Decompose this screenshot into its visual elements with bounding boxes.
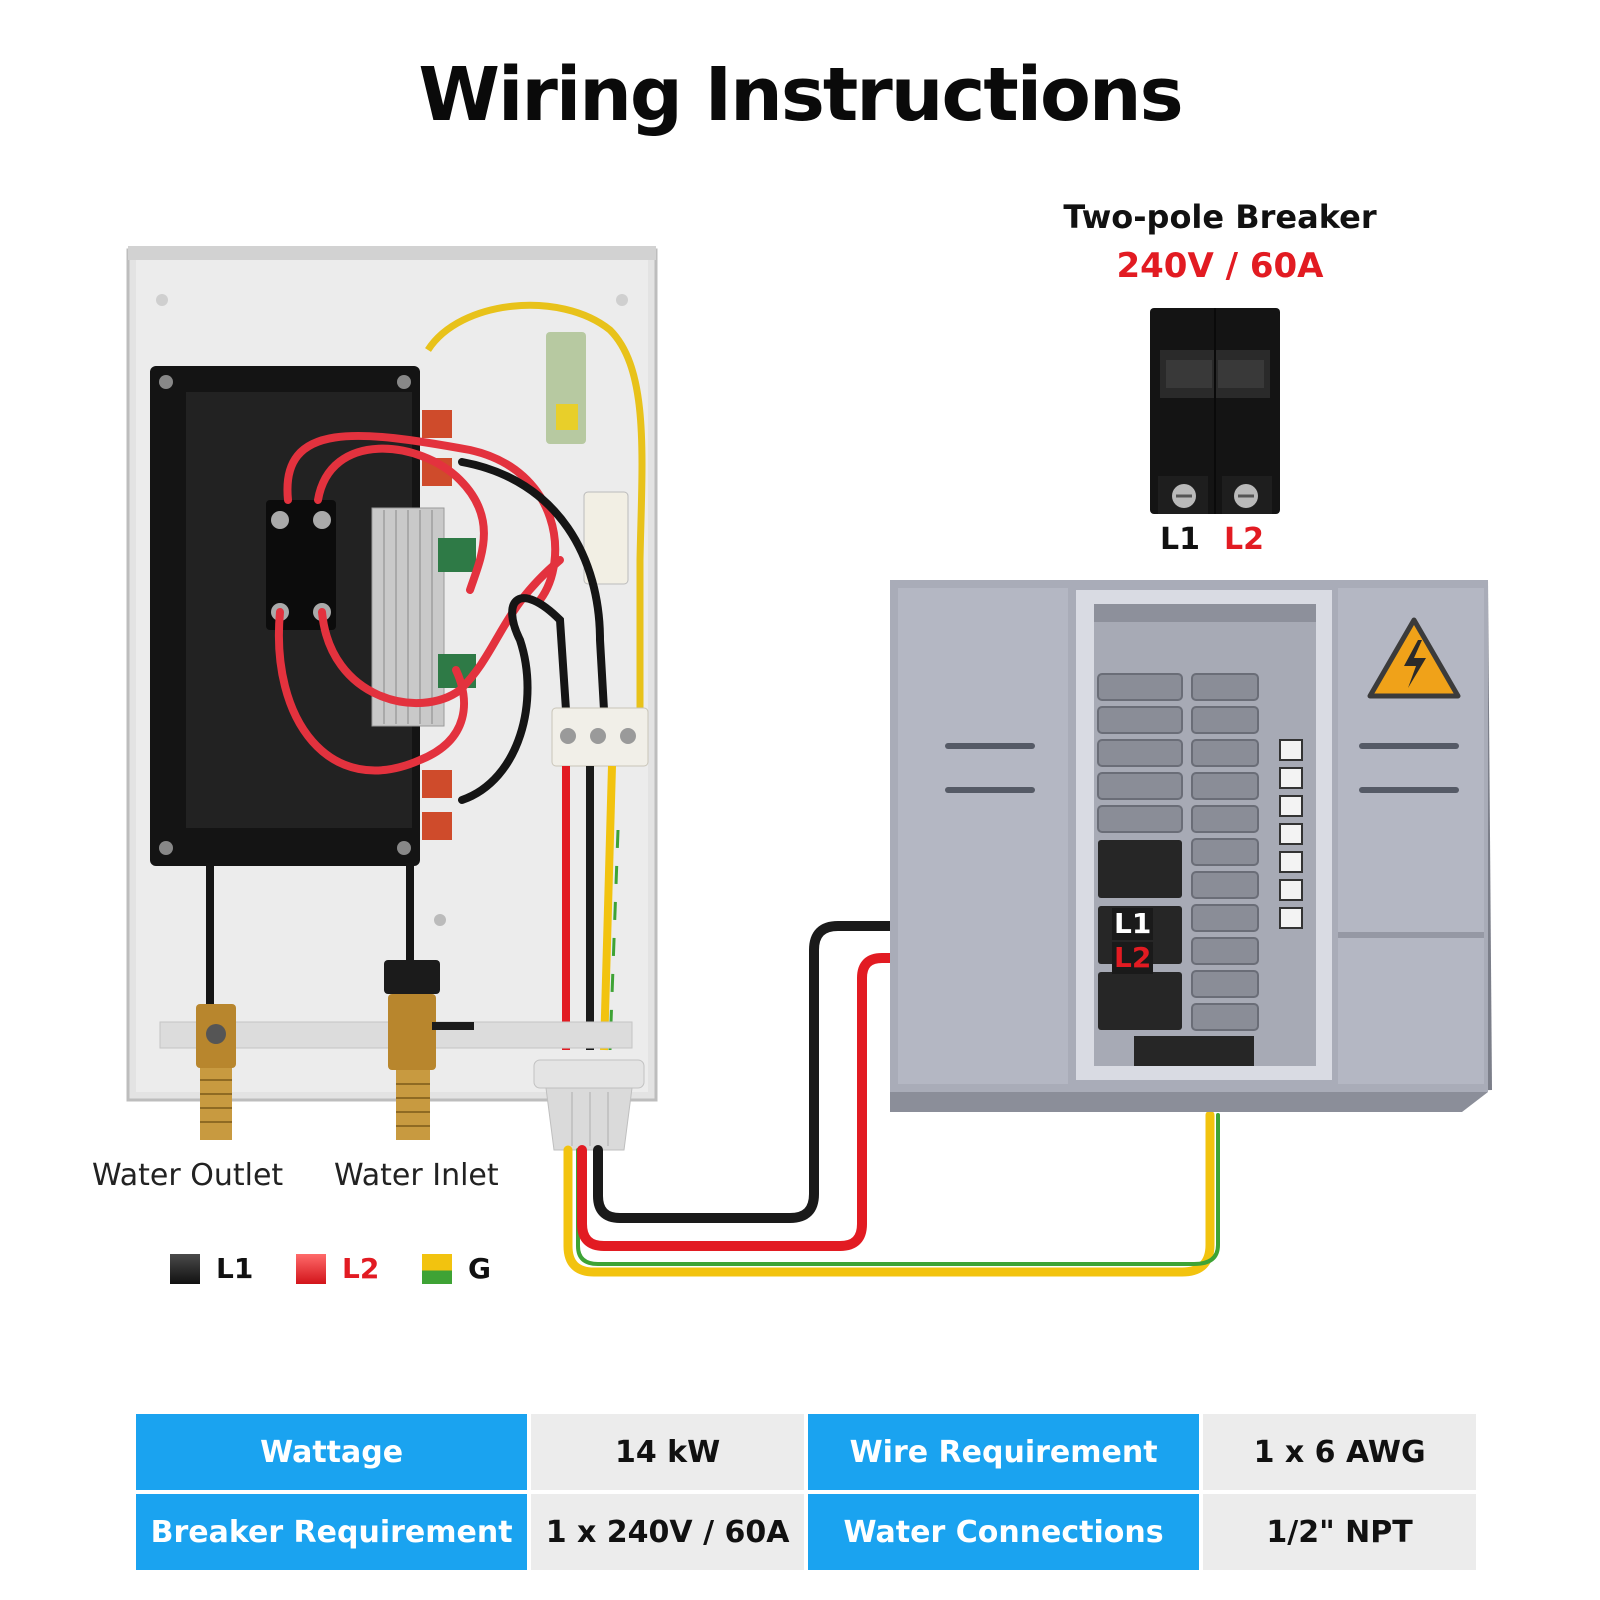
- table-row: Breaker Requirement 1 x 240V / 60A Water…: [136, 1494, 1476, 1570]
- spec-value-breaker-requirement: 1 x 240V / 60A: [531, 1494, 804, 1570]
- spec-value-water-connections: 1/2" NPT: [1203, 1494, 1476, 1570]
- spec-key-breaker-requirement: Breaker Requirement: [136, 1494, 528, 1570]
- table-row: Wattage 14 kW Wire Requirement 1 x 6 AWG: [136, 1414, 1476, 1490]
- legend-g-label: G: [468, 1252, 491, 1285]
- panel-l1-label: L1: [1112, 907, 1154, 940]
- water-inlet-label: Water Inlet: [334, 1158, 499, 1193]
- legend-swatch-yellow-green: [422, 1253, 452, 1284]
- breaker-terminal-l2-label: L2: [1224, 522, 1264, 557]
- spec-value-wire-requirement: 1 x 6 AWG: [1203, 1414, 1476, 1490]
- two-pole-breaker-device: [1150, 308, 1280, 514]
- legend-l1: L1: [170, 1252, 253, 1285]
- water-outlet-label: Water Outlet: [92, 1158, 284, 1193]
- panel-l2-label: L2: [1112, 941, 1154, 974]
- high-voltage-warning-icon: [1367, 617, 1461, 699]
- cable-gland: [533, 1059, 645, 1151]
- water-inlet-fitting: [384, 960, 474, 1140]
- spec-key-water-connections: Water Connections: [807, 1494, 1200, 1570]
- legend-l2: L2: [296, 1252, 379, 1285]
- legend-swatch-red: [296, 1253, 326, 1284]
- page-title: Wiring Instructions: [418, 52, 1183, 138]
- breaker-title: Two-pole Breaker: [1063, 198, 1377, 236]
- spec-value-wattage: 14 kW: [531, 1414, 804, 1490]
- breaker-rating: 240V / 60A: [1116, 246, 1324, 286]
- specs-table: Wattage 14 kW Wire Requirement 1 x 6 AWG…: [132, 1410, 1480, 1574]
- external-wiring: [563, 921, 1220, 1277]
- legend-l2-label: L2: [342, 1252, 380, 1285]
- legend-g: G: [422, 1252, 491, 1285]
- water-heater-unit: [126, 246, 658, 1102]
- breaker-panel: [890, 580, 1492, 1112]
- legend-swatch-black: [170, 1253, 200, 1284]
- water-outlet-fitting: [196, 1004, 236, 1140]
- spec-key-wattage: Wattage: [136, 1414, 528, 1490]
- breaker-terminal-l1-label: L1: [1160, 522, 1200, 557]
- spec-key-wire-requirement: Wire Requirement: [807, 1414, 1200, 1490]
- legend-l1-label: L1: [216, 1252, 254, 1285]
